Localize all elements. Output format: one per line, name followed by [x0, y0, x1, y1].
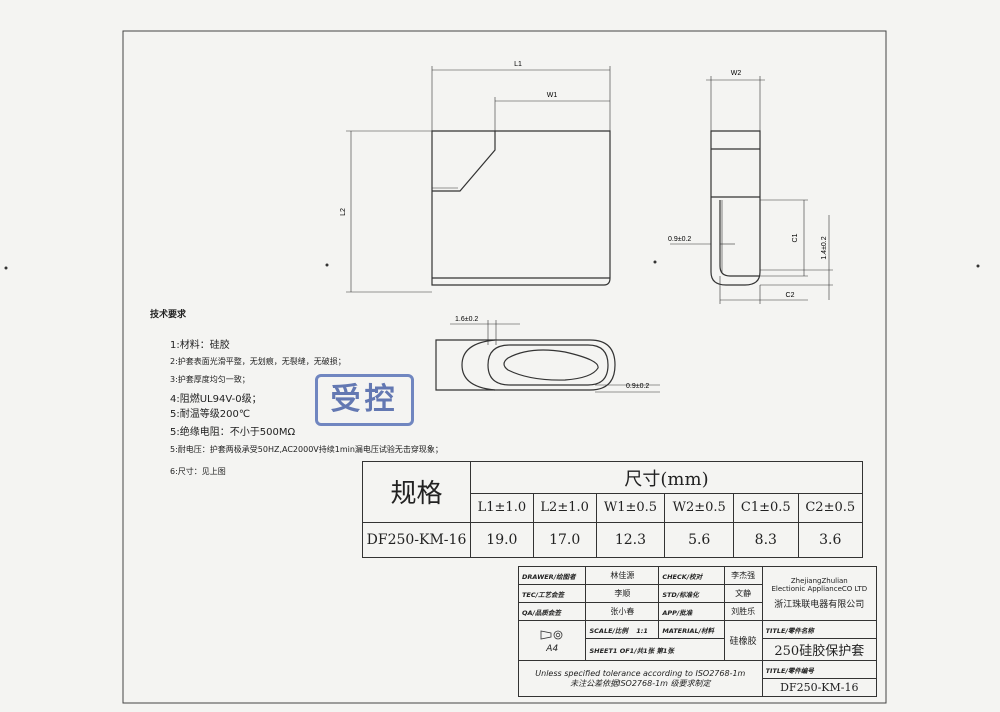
app-label: APP/批准	[658, 602, 725, 621]
qa-value: 张小春	[585, 602, 660, 621]
spec-unit-title: 尺寸(mm)	[470, 460, 863, 495]
std-label: STD/标准化	[658, 584, 725, 603]
material-value: 硅橡胶	[723, 620, 763, 661]
company-cn: 浙江珠联电器有限公司	[774, 600, 865, 610]
title-label: TITLE/零件名称	[765, 626, 814, 635]
tech-requirements-heading: 技术要求	[150, 310, 187, 320]
format-value: A4	[546, 643, 559, 654]
requirement-item: 1:材料：硅胶	[170, 340, 230, 351]
tec-value: 李顺	[585, 584, 660, 603]
dim-tol-14: 1.4±0.2	[821, 236, 828, 259]
dim-tol-16: 1.6±0.2	[455, 316, 478, 323]
side-view	[710, 130, 761, 286]
reg-mark-right	[976, 264, 980, 268]
check-label: CHECK/校对	[658, 566, 725, 585]
spec-model: DF250-KM-16	[362, 521, 471, 559]
requirement-item: 5:耐电压：护套两极承受50HZ,AC2000V持续1min漏电压试验无击穿现象…	[170, 445, 443, 454]
spec-value: 5.6	[664, 521, 735, 559]
requirement-item: 3:护套厚度均匀一致；	[170, 375, 250, 384]
spec-header: C1±0.5	[733, 493, 799, 523]
part-number: DF250-KM-16	[761, 678, 878, 697]
requirement-item: 6:尺寸：见上图	[170, 467, 226, 476]
title2-label: TITLE/零件编号	[761, 660, 878, 679]
tolerance-cn: 未注公差依据ISO2768-1m 级要求制定	[570, 678, 711, 688]
spec-header: L2±1.0	[532, 493, 597, 523]
dim-W1: W1	[547, 92, 558, 99]
spec-value: 17.0	[532, 521, 597, 559]
spec-header: W2±0.5	[664, 493, 735, 523]
spec-header: W1±0.5	[595, 493, 666, 523]
format-cell: A4	[517, 620, 587, 661]
spec-header: C2±0.5	[797, 493, 864, 523]
requirement-item: 5:耐温等级200℃	[170, 409, 251, 420]
std-value: 文静	[723, 584, 763, 603]
spec-header: L1±1.0	[470, 493, 534, 523]
dim-tol-09b: 0.9±0.2	[626, 383, 649, 390]
spec-value: 19.0	[470, 521, 534, 559]
title-block: DRAWER/绘图者 林佳源 CHECK/校对 李杰强 ZhejiangZhul…	[517, 566, 878, 697]
dim-C1: C1	[792, 233, 799, 242]
reg-mark-center	[653, 260, 657, 264]
scale-value: 1:1	[636, 626, 648, 635]
projection-symbol-icon	[540, 630, 563, 639]
spec-table: 规格 尺寸(mm) L1±1.0 L2±1.0 W1±0.5 W2±0.5 C1…	[362, 460, 864, 559]
dim-L1: L1	[514, 61, 522, 68]
tec-label: TEC/工艺会签	[517, 584, 587, 603]
requirement-item: 5:绝缘电阻：不小于500MΩ	[170, 427, 296, 438]
material-label: MATERIAL/材料	[658, 620, 725, 639]
requirement-item: 4:阻燃UL94V-0级；	[170, 394, 262, 405]
check-value: 李杰强	[723, 566, 763, 585]
controlled-stamp: 受控	[315, 374, 414, 426]
spec-value: 3.6	[797, 521, 864, 559]
company-block: ZhejiangZhulian Electionic ApplianceCO L…	[761, 566, 878, 621]
part-title: 250硅胶保护套	[761, 638, 878, 661]
dim-W2: W2	[731, 70, 742, 77]
scale-label: SCALE/比例	[589, 626, 628, 635]
drawer-value: 林佳源	[585, 566, 660, 585]
spec-value: 8.3	[733, 521, 799, 559]
spec-title: 规格	[362, 461, 471, 523]
front-view-dims	[346, 66, 611, 293]
tolerance-en: Unless specified tolerance according to …	[535, 668, 746, 678]
company-en-2: Electionic ApplianceCO LTD	[771, 585, 868, 593]
company-en-1: ZhejiangZhulian	[790, 577, 848, 585]
title-cell: TITLE/零件名称	[761, 620, 878, 639]
app-value: 刘胜乐	[723, 602, 763, 621]
qa-label: QA/品质会签	[517, 602, 587, 621]
front-view	[431, 130, 611, 286]
drawer-label: DRAWER/绘图者	[517, 566, 587, 585]
tolerance-note: Unless specified tolerance according to …	[518, 660, 763, 697]
side-view-dims	[670, 76, 833, 304]
sheet-label: SHEET1 OF1/共1张 第1张	[585, 638, 725, 661]
border-frame	[122, 30, 887, 704]
top-view	[435, 339, 616, 391]
dim-C2: C2	[786, 292, 795, 299]
reg-mark-inner	[325, 263, 329, 267]
requirement-item: 2:护套表面光滑平整，无划痕，无裂缝，无破损；	[170, 357, 346, 366]
scale-cell: SCALE/比例 1:1	[585, 620, 660, 639]
spec-value: 12.3	[595, 521, 666, 559]
dim-L2: L2	[340, 208, 347, 216]
reg-mark-left	[4, 266, 8, 270]
dim-tol-09a: 0.9±0.2	[668, 236, 691, 243]
top-view-dims	[450, 320, 660, 393]
